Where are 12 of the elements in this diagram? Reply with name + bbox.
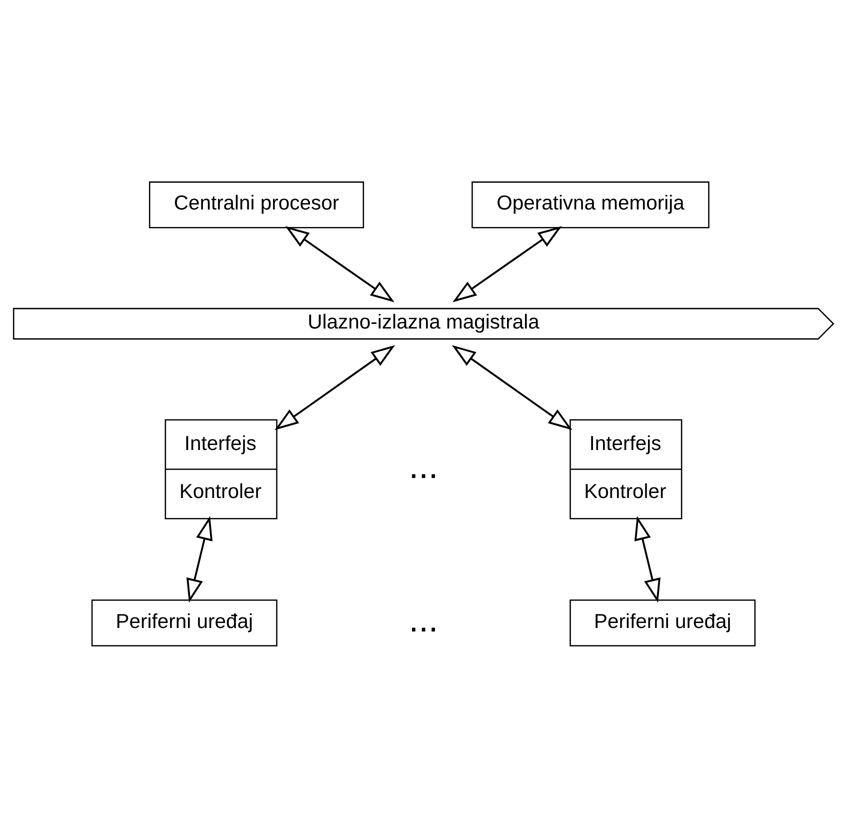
- label: ...: [408, 446, 438, 486]
- node-box: Periferni uređaj: [570, 600, 756, 646]
- arrow: [452, 226, 562, 302]
- arrow: [452, 345, 572, 430]
- label: ...: [408, 600, 438, 640]
- arrow: [274, 345, 396, 430]
- node-box: Periferni uređaj: [91, 600, 278, 646]
- arrow: [186, 516, 213, 603]
- node-box: Centralni procesor: [148, 181, 364, 228]
- node-box: Operativna memorija: [472, 181, 710, 228]
- arrow: [285, 226, 394, 302]
- arrow: [634, 516, 661, 603]
